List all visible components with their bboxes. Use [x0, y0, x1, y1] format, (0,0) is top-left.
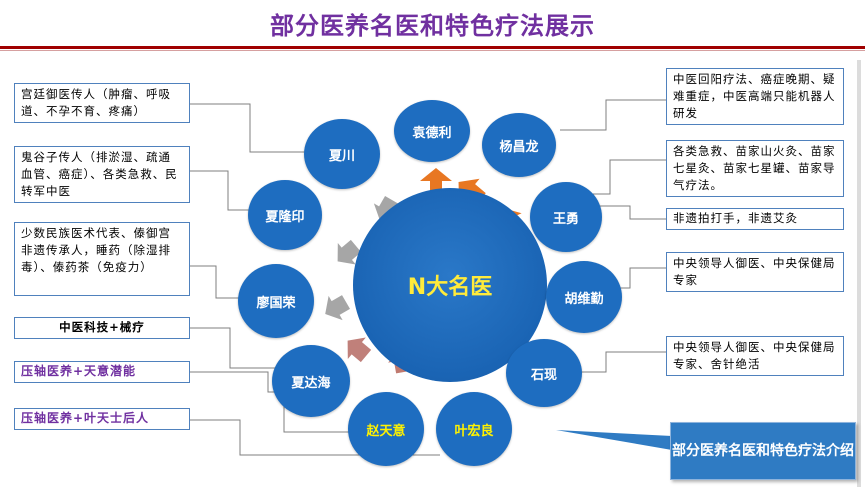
connector-xiadahai — [188, 327, 276, 369]
left-box-5: 压轴医养+天意潜能 — [14, 361, 190, 383]
doctor-node-yehongliang: 叶宏良 — [436, 392, 512, 466]
doctor-node-xialongyin: 夏隆印 — [248, 180, 322, 250]
doctor-node-huweiqin: 胡维勤 — [546, 261, 622, 333]
connector-xialongyin — [190, 170, 252, 211]
doctor-node-zhaotianyi: 赵天意 — [348, 392, 424, 466]
right-box-1: 中医回阳疗法、癌症晚期、疑难重症，中医高端只能机器人研发 — [666, 68, 844, 125]
left-box-1: 宫廷御医传人（肿瘤、呼吸道、不孕不育、疼痛） — [14, 83, 190, 123]
callout-box: 部分医养名医和特色疗法介绍 — [670, 422, 856, 480]
left-box-3: 少数民族医术代表、傣御宫非遗传承人，睡药（除湿排毒）、傣药茶（免疫力） — [14, 222, 190, 296]
left-box-2: 鬼谷子传人（排淤湿、疏通血管、癌症）、各类急救、民转军中医 — [14, 146, 190, 203]
doctor-node-wangyong: 王勇 — [530, 182, 602, 252]
doctor-node-yangchanglong: 杨昌龙 — [482, 113, 556, 177]
doctor-node-shixian: 石现 — [506, 339, 582, 407]
page-title: 部分医养名医和特色疗法展示 — [270, 12, 595, 40]
right-box-5: 中央领导人御医、中央保健局专家、舍针绝活 — [666, 336, 844, 376]
right-box-3: 非遗拍打手，非遗艾灸 — [666, 208, 844, 230]
connector-xiachuan — [188, 103, 308, 153]
title-divider-thin — [0, 50, 865, 51]
arrow-up-orange — [420, 168, 452, 196]
left-box-6: 压轴医养+叶天士后人 — [14, 408, 190, 430]
arrow-left-brown — [347, 337, 372, 363]
center-label: N大名医 — [407, 275, 493, 300]
doctor-node-liaoguorong: 廖国荣 — [238, 264, 314, 338]
doctor-node-xiachuan: 夏川 — [304, 119, 380, 189]
left-box-4: 中医科技+械疗 — [14, 317, 190, 339]
connector-yehongliang — [190, 419, 440, 456]
title-divider — [0, 46, 865, 49]
connector-yangchanglong — [560, 99, 666, 131]
right-box-4: 中央领导人御医、中央保健局专家 — [666, 252, 844, 292]
doctor-node-yuandeli: 袁德利 — [394, 100, 470, 162]
callout-pointer — [556, 430, 672, 450]
connector-shixian — [562, 351, 666, 373]
connector-liaoguorong — [190, 265, 250, 299]
right-box-2: 各类急救、苗家山火灸、苗家七星灸、苗家七星罐、苗家导气疗法。 — [666, 140, 844, 197]
arrow-left-gray-1 — [325, 295, 350, 321]
arrow-left-gray-2 — [337, 239, 362, 265]
connector-wangyong2 — [600, 205, 666, 220]
right-edge-bar — [857, 60, 861, 487]
doctor-node-xiadahai: 夏达海 — [272, 345, 350, 417]
